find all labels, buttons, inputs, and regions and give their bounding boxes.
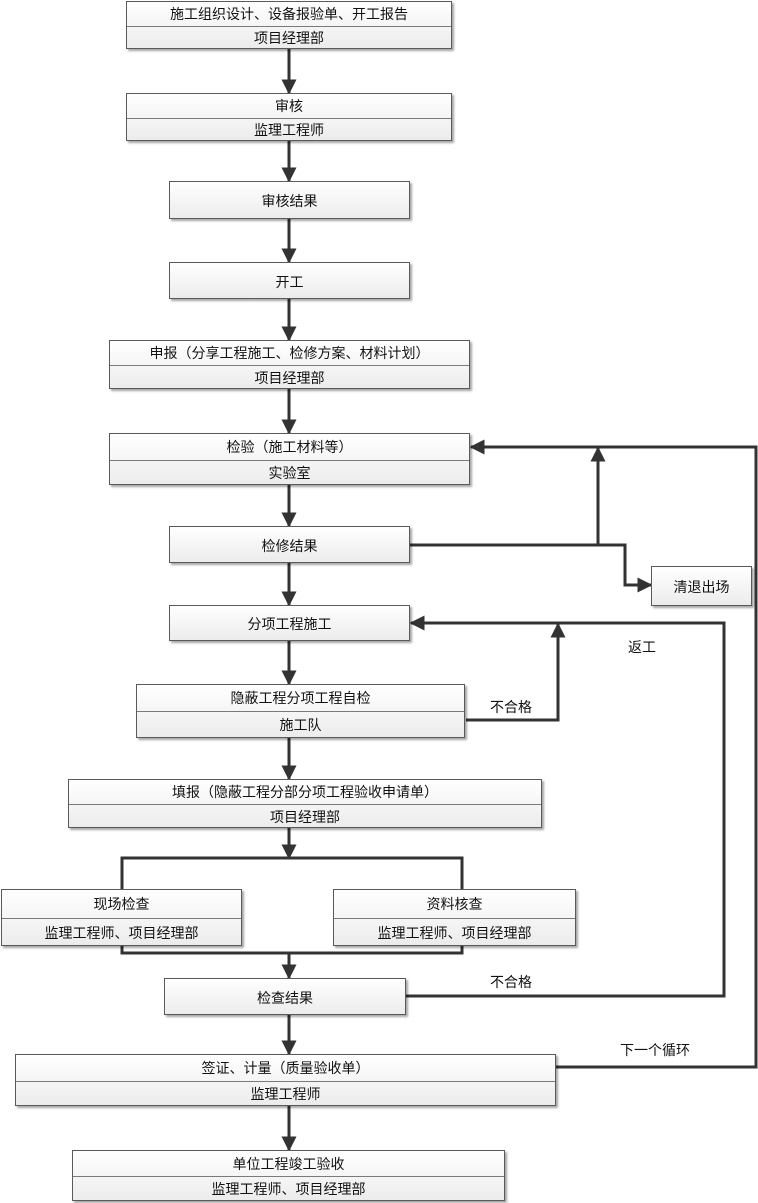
- node-title: 检验（施工材料等）: [226, 440, 353, 456]
- node-fill-report: 填报（隐蔽工程分部分项工程验收申请单） 项目经理部: [68, 779, 542, 828]
- node-title: 隐蔽工程分项工程自检: [230, 691, 371, 707]
- node-role: 监理工程师、项目经理部: [211, 1182, 366, 1198]
- node-clear-out: 清退出场: [651, 566, 752, 606]
- node-title: 签证、计量（质量验收单）: [201, 1061, 370, 1077]
- node-title: 资料核查: [426, 897, 483, 913]
- node-role: 施工队: [279, 718, 322, 734]
- node-declaration: 申报（分享工程施工、检修方案、材料计划） 项目经理部: [109, 340, 470, 389]
- arrow-n14-rework: [406, 615, 726, 998]
- node-role: 项目经理部: [254, 370, 325, 387]
- node-site-check: 现场检查 监理工程师、项目经理部: [1, 889, 242, 946]
- edge-label-fail-selfcheck: 不合格: [490, 700, 532, 716]
- node-inspection: 检验（施工材料等） 实验室: [109, 433, 470, 485]
- arrow-n7-n8: [410, 543, 653, 593]
- node-title: 检查结果: [257, 990, 313, 1007]
- node-title: 审核结果: [261, 194, 318, 210]
- node-title: 开工: [275, 274, 304, 291]
- node-certification: 签证、计量（质量验收单） 监理工程师: [15, 1054, 556, 1106]
- branch-join: [120, 946, 464, 955]
- node-self-inspection: 隐蔽工程分项工程自检 施工队: [136, 684, 465, 738]
- node-title: 单位工程竣工验收: [232, 1156, 345, 1173]
- node-title: 检修结果: [261, 538, 318, 555]
- node-title: 现场检查: [93, 897, 150, 913]
- node-final-acceptance: 单位工程竣工验收 监理工程师、项目经理部: [72, 1150, 505, 1201]
- node-review: 审核 监理工程师: [126, 93, 452, 141]
- node-title: 填报（隐蔽工程分部分项工程验收申请单）: [172, 785, 438, 801]
- node-role: 监理工程师、项目经理部: [377, 925, 532, 942]
- node-subitem-construction: 分项工程施工: [169, 605, 410, 641]
- node-role: 实验室: [268, 466, 311, 482]
- arrow-n15-next-cycle: [469, 439, 758, 1069]
- node-check-result: 检查结果: [164, 978, 406, 1015]
- node-start-work: 开工: [169, 262, 410, 299]
- node-role: 监理工程师: [254, 123, 324, 139]
- arrow-n10-fail: [466, 622, 566, 722]
- node-document-check: 资料核查 监理工程师、项目经理部: [333, 889, 576, 946]
- edge-label-next-cycle: 下一个循环: [620, 1043, 690, 1059]
- node-inspection-result: 检修结果: [169, 526, 410, 563]
- node-review-result: 审核结果: [169, 181, 410, 219]
- branch-split: [120, 856, 464, 889]
- node-role: 项目经理部: [254, 31, 324, 47]
- node-title: 分项工程施工: [247, 617, 332, 633]
- node-role: 监理工程师、项目经理部: [44, 925, 199, 942]
- node-title: 施工组织设计、设备报验单、开工报告: [170, 7, 408, 23]
- node-role: 项目经理部: [270, 809, 340, 826]
- node-title: 申报（分享工程施工、检修方案、材料计划）: [149, 346, 430, 362]
- edge-label-rework: 返工: [628, 640, 656, 656]
- node-title: 清退出场: [673, 580, 730, 596]
- node-title: 审核: [275, 99, 303, 115]
- edge-label-fail-check: 不合格: [490, 975, 532, 991]
- node-construction-plan: 施工组织设计、设备报验单、开工报告 项目经理部: [126, 1, 452, 49]
- node-role: 监理工程师: [250, 1087, 321, 1103]
